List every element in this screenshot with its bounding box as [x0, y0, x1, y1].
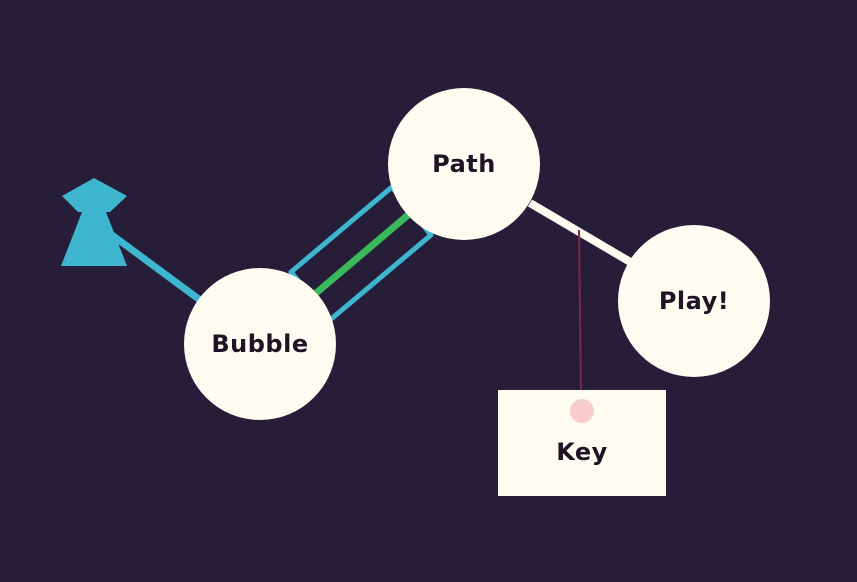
node-path-label: Path: [432, 150, 496, 178]
node-play[interactable]: Play!: [618, 225, 770, 377]
key-label: Key: [556, 438, 608, 466]
player-pawn-icon[interactable]: [61, 178, 127, 266]
player-tether: [108, 231, 204, 304]
key-card[interactable]: Key: [498, 390, 666, 496]
node-bubble[interactable]: Bubble: [184, 268, 336, 420]
key-hook-dot: [570, 399, 594, 423]
key-string: [578, 229, 582, 401]
node-bubble-label: Bubble: [211, 330, 309, 358]
node-path[interactable]: Path: [388, 88, 540, 240]
link-path-play: [527, 199, 635, 267]
node-play-label: Play!: [658, 287, 730, 315]
